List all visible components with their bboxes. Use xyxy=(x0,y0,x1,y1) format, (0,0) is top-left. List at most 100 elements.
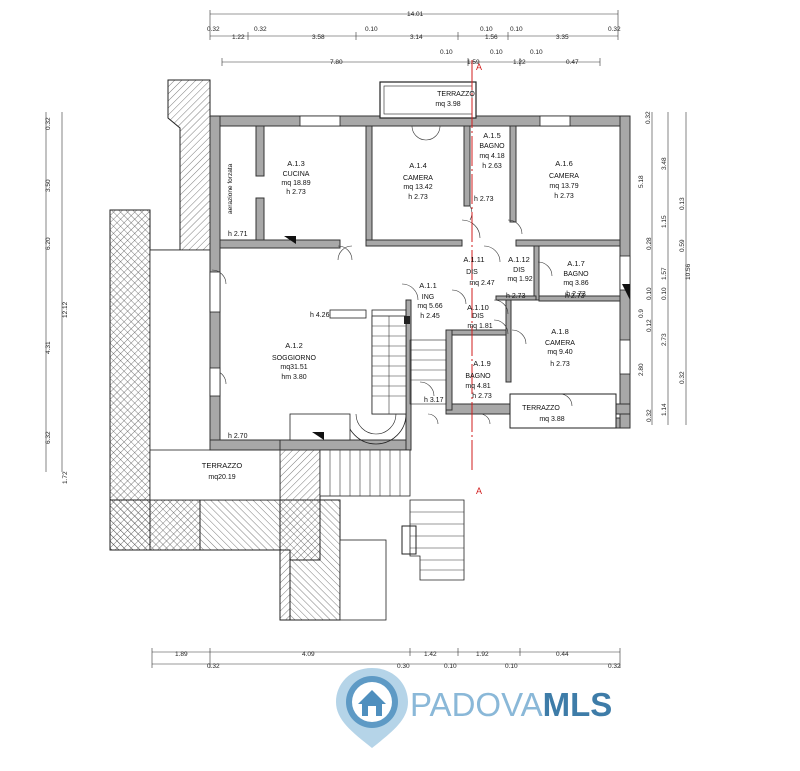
room-code: A.1.6 xyxy=(555,159,573,168)
room-area: mq31.51 xyxy=(280,364,307,371)
dim-top: 7.80 xyxy=(330,59,343,66)
room-height: h 2.63 xyxy=(482,163,502,170)
dim-top: 0.32 xyxy=(608,26,621,33)
room-name: DIS xyxy=(472,313,484,320)
terrace-labels: TERRAZZO mq 3.98 TERRAZZO mq20.19 TERRAZ… xyxy=(202,91,565,481)
dim-top: 1.22 xyxy=(232,34,245,41)
stairs xyxy=(319,315,465,621)
left-dimensions: 0.32 3.50 6.20 12.12 4.31 6.32 1.72 xyxy=(45,112,69,484)
terrace-left-name: TERRAZZO xyxy=(202,461,243,470)
dim-bottom: 1.92 xyxy=(476,651,489,658)
room-code: A.1.11 xyxy=(463,255,484,264)
room-code: A.1.10 xyxy=(467,303,489,312)
room-bagno-17: A.1.7 BAGNO mq 3.86 h 2.73 xyxy=(563,259,589,298)
window-markers xyxy=(209,115,631,441)
section-line: A A xyxy=(471,60,482,496)
room-code: A.1.9 xyxy=(473,359,491,368)
height-cucina-left: h 2.71 xyxy=(228,231,248,238)
dim-top: 1.59 xyxy=(467,59,480,66)
dim-top: 0.10 xyxy=(365,26,378,33)
terrace-right-outline xyxy=(509,393,617,429)
room-area: mq 4.18 xyxy=(479,153,504,160)
dim-top: 3.35 xyxy=(556,34,569,41)
room-name: SOGGIORNO xyxy=(272,355,317,362)
dim-bottom: 0.44 xyxy=(556,651,569,658)
room-area: mq 1.92 xyxy=(507,276,532,283)
dim-left: 1.72 xyxy=(62,471,69,484)
terrace-right-area: mq 3.88 xyxy=(539,416,564,423)
svg-text:aerazione forzata: aerazione forzata xyxy=(227,163,234,214)
room-name: CAMERA xyxy=(403,175,433,182)
padovamls-logo: PADOVAMLS xyxy=(336,668,612,748)
room-code: A.1.5 xyxy=(483,131,501,140)
dim-left: 3.50 xyxy=(45,179,52,192)
room-name: CAMERA xyxy=(545,340,575,347)
dim-bottom: 0.30 xyxy=(397,663,410,670)
room-camera-18: A.1.8 CAMERA mq 9.40 h 2.73 xyxy=(545,327,575,368)
room-area: mq 3.86 xyxy=(563,280,588,287)
room-height: h 2.73 xyxy=(286,189,306,196)
dim-top: 0.10 xyxy=(440,49,453,56)
room-height: h 2.45 xyxy=(420,313,440,320)
room-name: BAGNO xyxy=(563,271,589,278)
room-bagno-19: A.1.9 BAGNO mq 4.81 h 2.73 xyxy=(465,359,491,400)
dim-top: 3.58 xyxy=(312,34,325,41)
logo-part-mls: MLS xyxy=(543,686,613,723)
room-height: h 2.73 xyxy=(550,361,570,368)
room-area: mq 2.47 xyxy=(469,280,494,287)
dim-right: 0.10 xyxy=(646,287,653,300)
dim-top: 0.10 xyxy=(510,26,523,33)
dim-bottom: 0.32 xyxy=(608,663,621,670)
dim-bottom: 0.10 xyxy=(444,663,457,670)
dim-top: 3.14 xyxy=(410,34,423,41)
dim-top-total: 14.01 xyxy=(407,11,424,18)
dim-top: 0.10 xyxy=(480,26,493,33)
dim-left: 6.32 xyxy=(45,431,52,444)
room-camera-14: A.1.4 CAMERA mq 13.42 h 2.73 xyxy=(403,161,433,201)
dim-right: 1.14 xyxy=(661,403,668,416)
room-dis-11: A.1.11 DIS mq 2.47 xyxy=(463,255,494,287)
terrace-top-name: TERRAZZO xyxy=(437,91,475,98)
aerazione-label: aerazione forzata xyxy=(227,163,234,214)
bottom-dimensions: 1.89 4.09 1.42 1.92 0.44 0.32 0.30 0.10 … xyxy=(151,648,621,670)
height-dis12-left: h 2.73 xyxy=(506,293,526,300)
dim-right: 2.73 xyxy=(661,333,668,346)
room-name: BAGNO xyxy=(479,143,505,150)
dim-right: 0.10 xyxy=(661,287,668,300)
svg-text:PADOVAMLS: PADOVAMLS xyxy=(410,686,612,723)
terrace-top-area: mq 3.98 xyxy=(435,101,460,108)
dim-right: 0.32 xyxy=(646,409,653,422)
room-code: A.1.3 xyxy=(287,159,305,168)
room-camera-16: A.1.6 CAMERA mq 13.79 h 2.73 xyxy=(549,159,579,200)
terrace-top-outline xyxy=(379,81,477,119)
room-code: A.1.7 xyxy=(567,259,585,268)
room-name: CUCINA xyxy=(283,171,310,178)
room-area: mq 4.81 xyxy=(465,383,490,390)
dim-left: 6.20 xyxy=(45,237,52,250)
room-labels: A.1.3 CUCINA mq 18.89 h 2.73 A.1.4 CAMER… xyxy=(272,131,589,400)
terrace-right-name: TERRAZZO xyxy=(522,405,560,412)
height-camera-corridor: h 2.73 xyxy=(474,196,494,203)
dim-right: 0.32 xyxy=(645,111,652,124)
room-height: hm 3.80 xyxy=(281,374,306,381)
top-dimensions: 14.01 0.32 0.32 0.10 0.10 0.10 0.32 1.22… xyxy=(207,10,621,66)
dim-right: 0.28 xyxy=(646,237,653,250)
dim-left: 0.32 xyxy=(45,117,52,130)
dim-right: 0.59 xyxy=(679,239,686,252)
room-area: mq 13.79 xyxy=(549,183,578,190)
room-bagno-15: A.1.5 BAGNO mq 4.18 h 2.63 xyxy=(479,131,505,170)
height-soggiorno-bottom: h 2.70 xyxy=(228,433,248,440)
room-name: BAGNO xyxy=(465,373,491,380)
dim-top: 0.10 xyxy=(530,49,543,56)
dim-right: 0.13 xyxy=(679,197,686,210)
room-ingresso: A.1.1 ING mq 5.66 h 2.45 xyxy=(417,281,442,320)
dim-right: 0.32 xyxy=(679,371,686,384)
dim-bottom: 1.89 xyxy=(175,651,188,658)
room-height: h 2.73 xyxy=(472,393,492,400)
dim-bottom: 0.32 xyxy=(207,663,220,670)
dim-bottom: 0.10 xyxy=(505,663,518,670)
room-soggiorno: A.1.2 SOGGIORNO mq31.51 hm 3.80 xyxy=(272,341,317,381)
dim-right: 1.15 xyxy=(661,215,668,228)
height-bagno17-bottom: h 2.73 xyxy=(565,293,585,300)
